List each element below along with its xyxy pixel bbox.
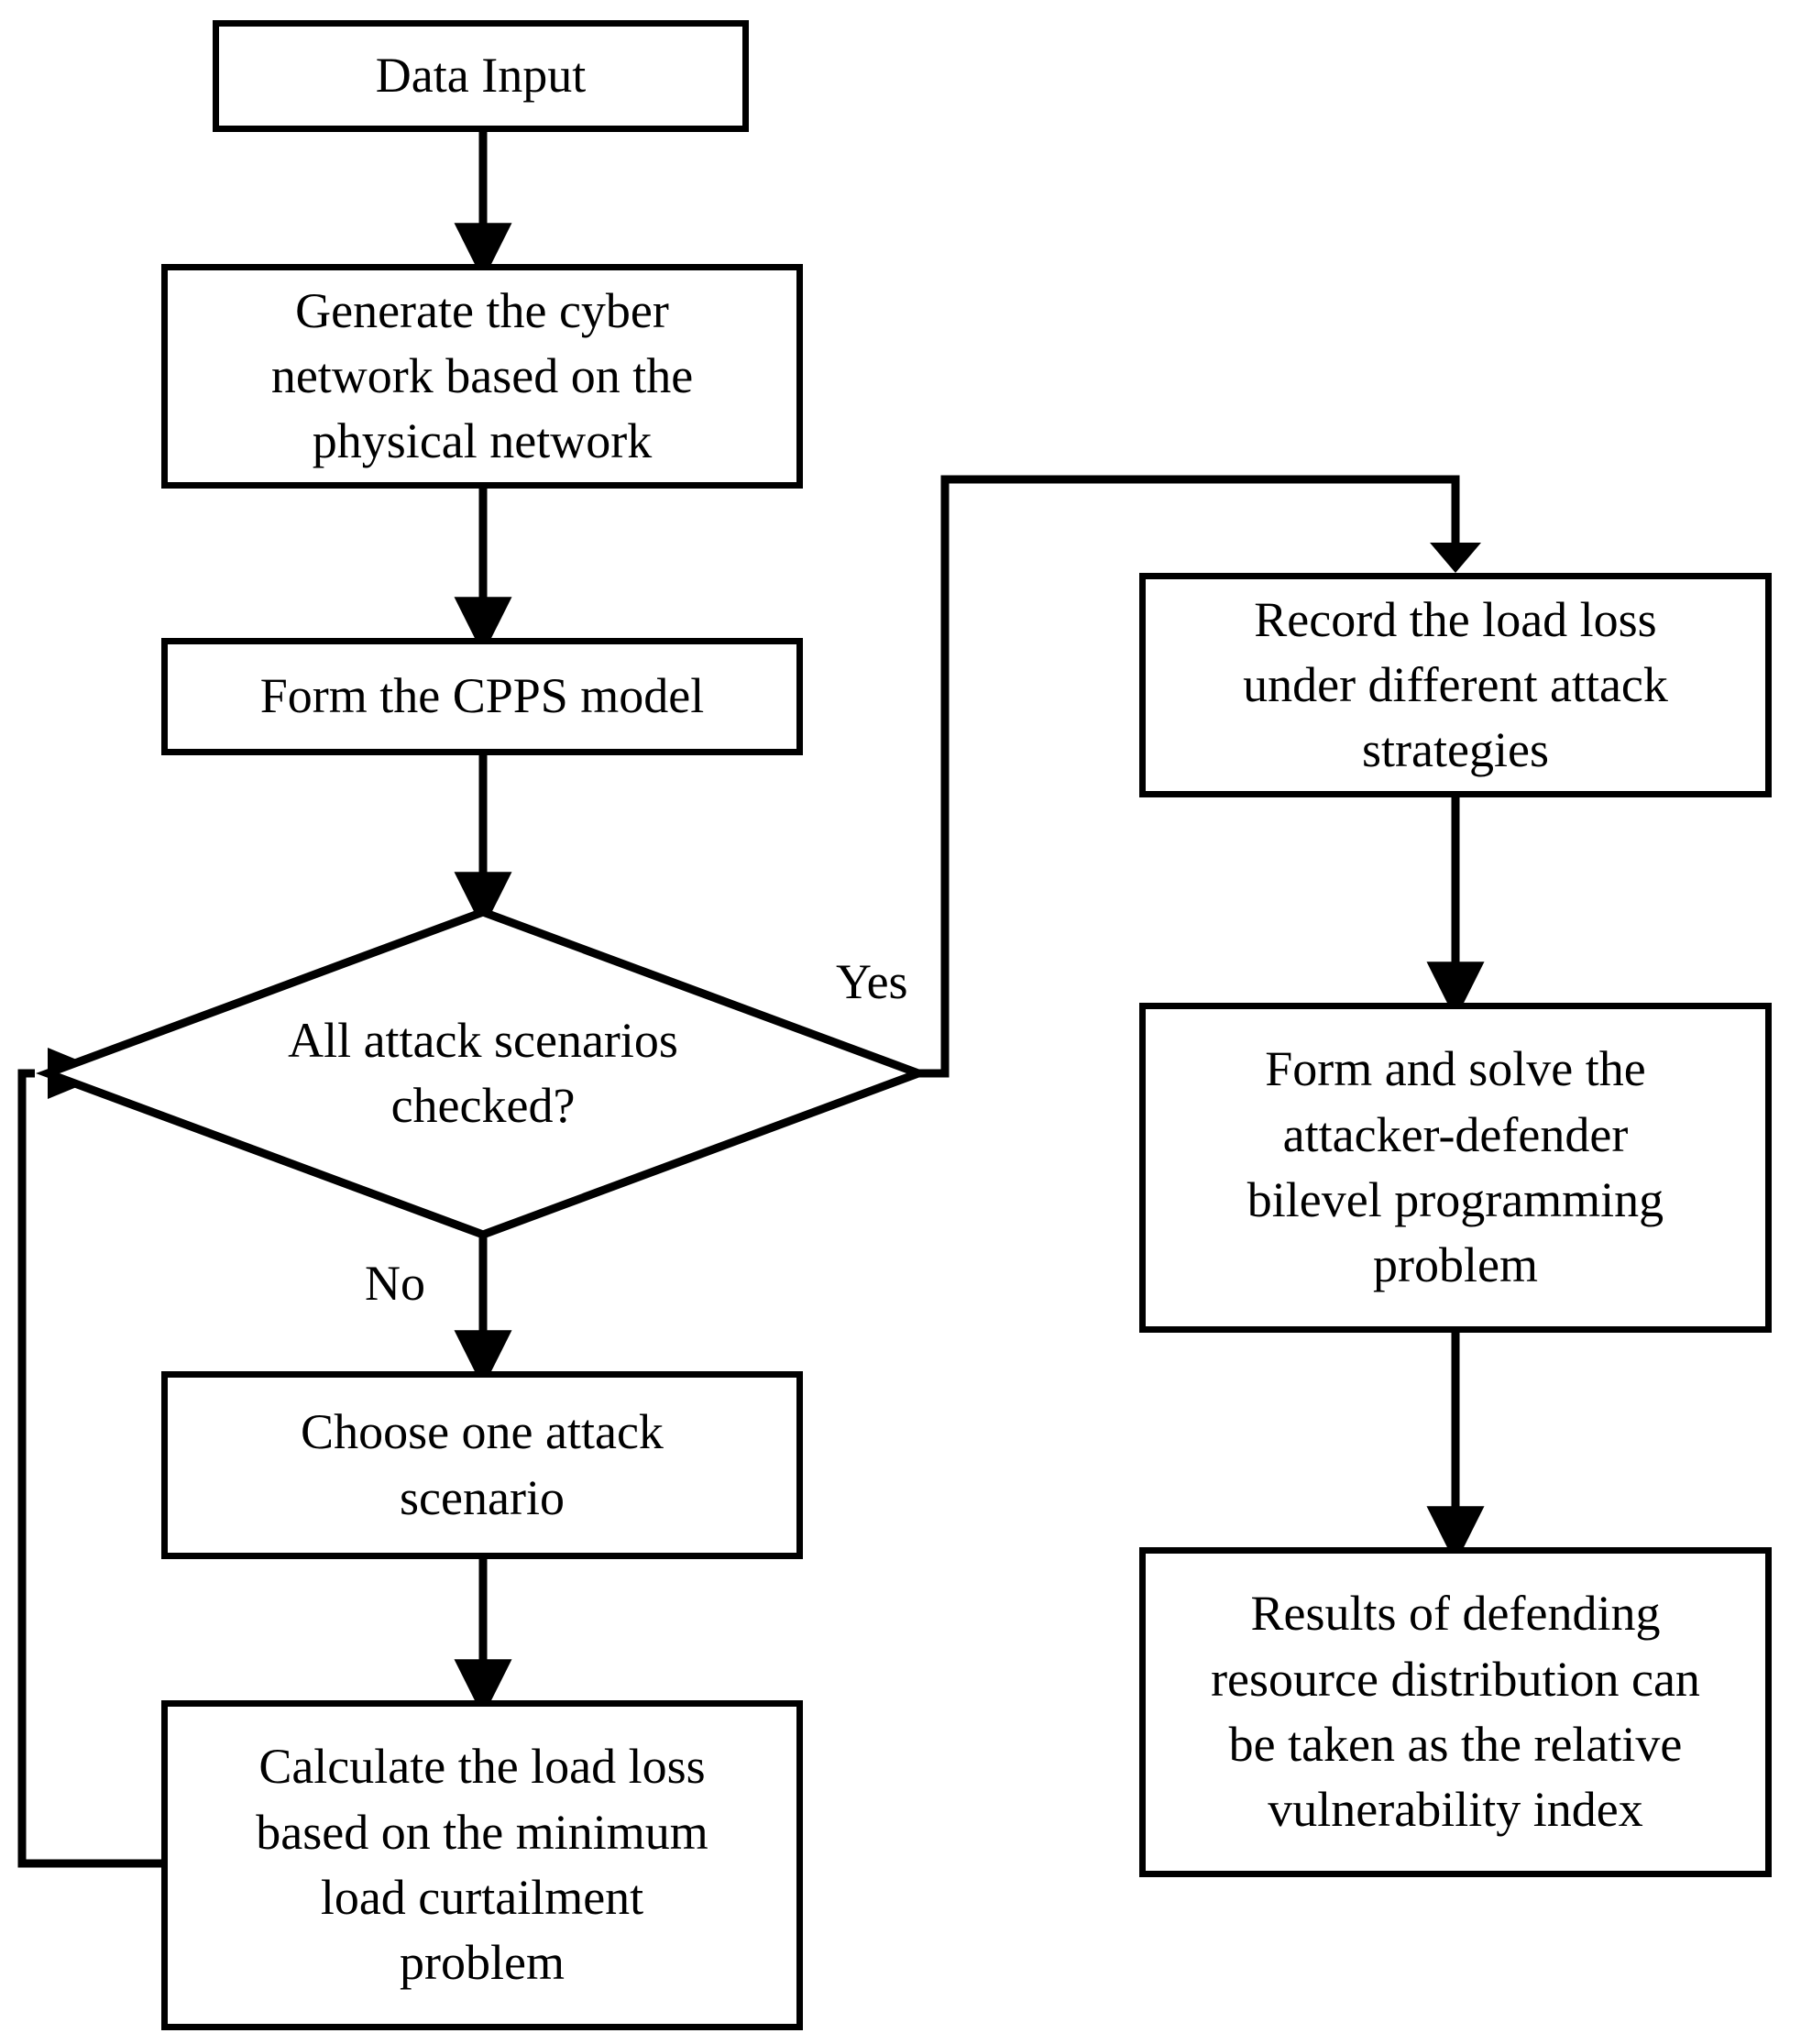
node-data-input-label: Data Input (375, 48, 587, 104)
edge-label-no: No (365, 1256, 425, 1311)
node-generate-cyber-network-label: Generate the cyber network based on the … (270, 282, 694, 469)
node-calculate-load-loss[interactable]: Calculate the load loss based on the min… (161, 1700, 803, 2030)
node-results-vulnerability-index-label: Results of defending resource distributi… (1211, 1586, 1700, 1838)
node-generate-cyber-network[interactable]: Generate the cyber network based on the … (161, 264, 803, 489)
node-results-vulnerability-index[interactable]: Results of defending resource distributi… (1139, 1547, 1772, 1877)
node-choose-one-attack-scenario-label: Choose one attack scenario (301, 1404, 664, 1525)
node-form-solve-bilevel[interactable]: Form and solve the attacker-defender bil… (1139, 1003, 1772, 1333)
node-choose-one-attack-scenario[interactable]: Choose one attack scenario (161, 1371, 803, 1559)
node-form-cpps-model[interactable]: Form the CPPS model (161, 638, 803, 755)
node-record-load-loss[interactable]: Record the load loss under different att… (1139, 573, 1772, 797)
node-all-attack-scenarios-checked[interactable]: All attack scenarios checked? (48, 912, 918, 1235)
node-form-solve-bilevel-label: Form and solve the attacker-defender bil… (1246, 1041, 1664, 1293)
node-all-attack-scenarios-checked-label: All attack scenarios checked? (288, 1012, 678, 1133)
edge-label-yes: Yes (836, 954, 908, 1009)
node-record-load-loss-label: Record the load loss under different att… (1243, 591, 1668, 778)
node-data-input[interactable]: Data Input (213, 20, 749, 132)
node-calculate-load-loss-label: Calculate the load loss based on the min… (256, 1739, 708, 1991)
node-form-cpps-model-label: Form the CPPS model (259, 668, 705, 724)
